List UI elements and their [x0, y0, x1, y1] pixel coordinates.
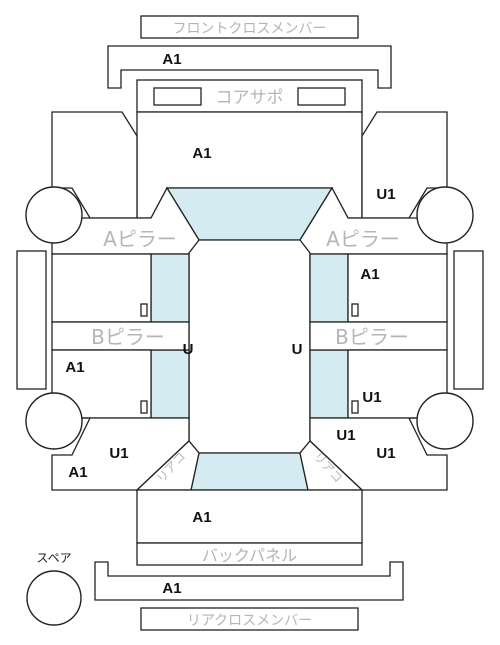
spare-tire[interactable] — [26, 570, 82, 626]
right-b-pillar-label: Bピラー — [335, 325, 409, 349]
rear-right-quarter[interactable] — [309, 417, 448, 491]
left-pillar-panel-grade: U — [183, 341, 194, 358]
rear-window-glass[interactable] — [190, 452, 309, 491]
left-rear-door-handle — [140, 400, 148, 414]
right-a-pillar-label: Aピラー — [326, 227, 400, 251]
left-headlight-opening — [153, 87, 202, 106]
trunk-lid[interactable] — [136, 489, 363, 544]
core-support-label: コアサポ — [216, 88, 284, 108]
rear-right-quarter-upper-grade: U1 — [336, 427, 355, 444]
right-rear-door-glass[interactable] — [309, 349, 349, 419]
front-left-wheel[interactable] — [25, 186, 83, 244]
right-front-door[interactable] — [347, 253, 448, 323]
right-front-door-grade: A1 — [360, 266, 379, 283]
rear-left-wheel[interactable] — [25, 392, 83, 450]
rear-cross-member-part[interactable] — [94, 561, 404, 601]
left-rear-door-glass[interactable] — [150, 349, 190, 419]
left-front-door-handle — [140, 303, 148, 317]
right-front-door-glass[interactable] — [309, 253, 349, 323]
rear-left-quarter[interactable] — [51, 417, 190, 491]
hood-grade: A1 — [192, 145, 211, 162]
right-rear-door-grade: U1 — [362, 389, 381, 406]
rear-cross-member-label: リアクロスメンバー — [187, 613, 312, 629]
front-cross-member-part[interactable] — [107, 45, 392, 89]
left-side-panel[interactable] — [16, 250, 47, 390]
back-panel-part[interactable] — [136, 542, 363, 566]
front-right-wheel[interactable] — [416, 186, 474, 244]
front-cross-member-grade: A1 — [162, 51, 181, 68]
right-side-panel[interactable] — [453, 250, 484, 390]
right-pillar-panel-grade: U — [292, 341, 303, 358]
left-front-door[interactable] — [51, 253, 152, 323]
right-headlight-opening — [297, 87, 346, 106]
front-cross-member-label: フロントクロスメンバー — [173, 21, 327, 37]
left-a-pillar-label: Aピラー — [103, 227, 177, 251]
right-rear-door-handle — [351, 400, 359, 414]
left-b-pillar-label: Bピラー — [91, 325, 165, 349]
rear-right-wheel[interactable] — [416, 392, 474, 450]
rear-cross-member-box[interactable] — [140, 607, 359, 631]
rear-left-quarter-upper-grade: U1 — [109, 445, 128, 462]
left-front-door-glass[interactable] — [150, 253, 190, 323]
left-rear-door-grade: A1 — [65, 359, 84, 376]
back-panel-label: バックパネル — [202, 546, 297, 565]
right-front-door-handle — [351, 303, 359, 317]
front-cross-member-box[interactable] — [140, 15, 359, 39]
rear-cross-member-grade: A1 — [162, 580, 181, 597]
right-b-pillar[interactable] — [309, 321, 448, 351]
rear-left-quarter-grade: A1 — [68, 464, 87, 481]
rear-right-quarter-grade: U1 — [376, 445, 395, 462]
spare-tire-label: スペア — [36, 551, 71, 565]
trunk-grade: A1 — [192, 509, 211, 526]
front-right-fender-grade: U1 — [376, 186, 395, 203]
